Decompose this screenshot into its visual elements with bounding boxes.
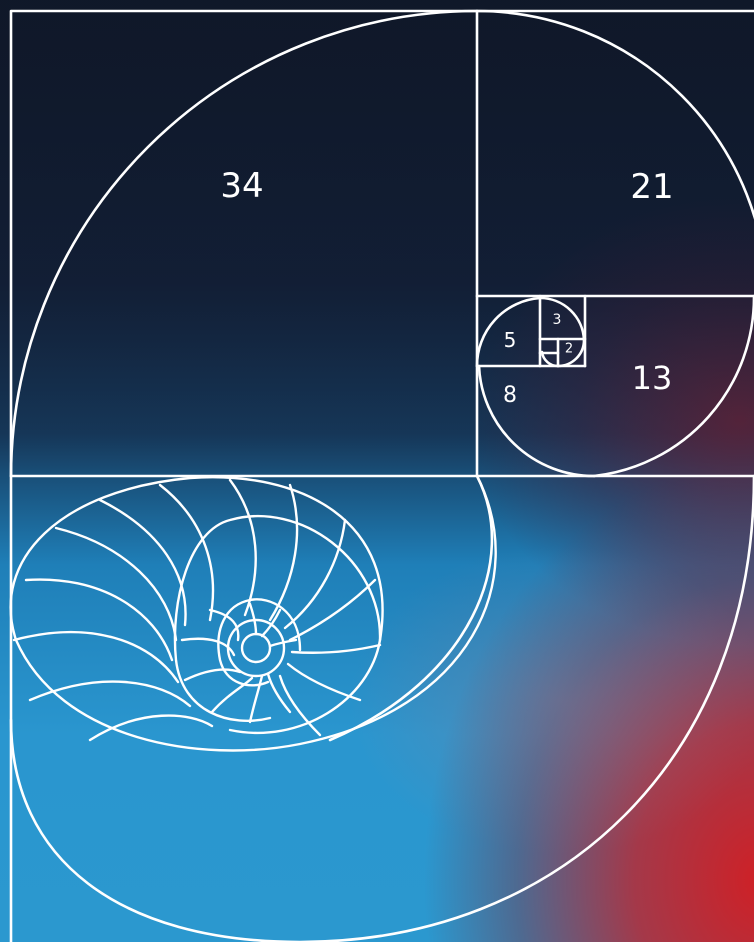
square-label-13: 13: [632, 362, 673, 394]
square-label-2: 2: [565, 343, 573, 356]
square-label-34: 34: [220, 169, 263, 203]
shell-septum: [270, 485, 297, 620]
spiral-outer-sweep: [11, 476, 754, 942]
spiral-arc-21: [477, 11, 754, 301]
shell-septum-inner: [250, 604, 256, 634]
shell-septum: [26, 580, 172, 660]
square-label-5: 5: [504, 330, 517, 350]
spiral-arc-13: [594, 296, 754, 476]
shell-septum: [100, 500, 186, 625]
shell-septum: [230, 480, 256, 615]
shell-core-inner: [242, 634, 270, 662]
shell-septum-inner: [182, 639, 234, 655]
shell-septum: [292, 645, 380, 653]
shell-septum-inner: [212, 678, 252, 712]
shell-septum-inner: [210, 610, 238, 640]
shell-septum: [160, 485, 213, 620]
shell-septum-inner: [250, 676, 262, 722]
square-label-21: 21: [630, 170, 673, 204]
nautilus-shell-icon: [11, 476, 496, 750]
square-label-3: 3: [553, 313, 562, 327]
shell-septum: [288, 664, 360, 700]
square-label-8: 8: [503, 385, 517, 407]
spiral-arc-3: [540, 298, 584, 340]
spiral-arc-34: [11, 11, 477, 476]
spiral-arc-8: [479, 366, 594, 476]
